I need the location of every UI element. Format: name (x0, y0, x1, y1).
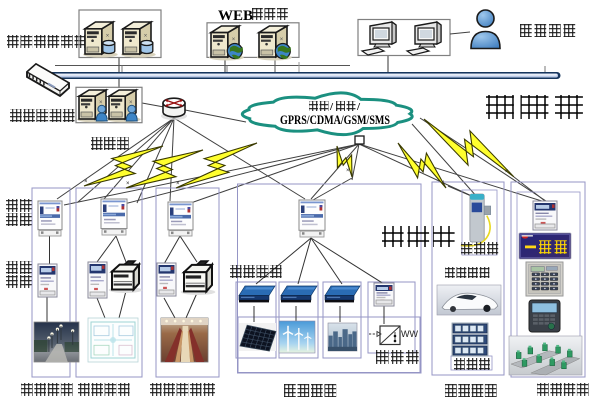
svg-text:WW: WW (401, 329, 418, 339)
svg-text:×: × (441, 180, 445, 186)
svg-text:×: × (280, 37, 284, 43)
svg-text:×: × (144, 33, 148, 39)
svg-text:×: × (99, 100, 103, 106)
svg-text:×: × (176, 181, 180, 187)
svg-text:WEB: WEB (218, 8, 253, 24)
svg-text:/: / (329, 101, 334, 113)
svg-text:×: × (84, 179, 88, 185)
svg-text:×: × (232, 37, 236, 43)
svg-text:×: × (106, 33, 110, 39)
svg-text:×: × (505, 169, 509, 175)
svg-text:GPRS/CDMA/GSM/SMS: GPRS/CDMA/GSM/SMS (280, 112, 390, 127)
svg-text:×: × (129, 100, 133, 106)
svg-text:×: × (126, 181, 130, 187)
svg-text:/: / (356, 101, 361, 113)
svg-text:×: × (346, 168, 350, 174)
